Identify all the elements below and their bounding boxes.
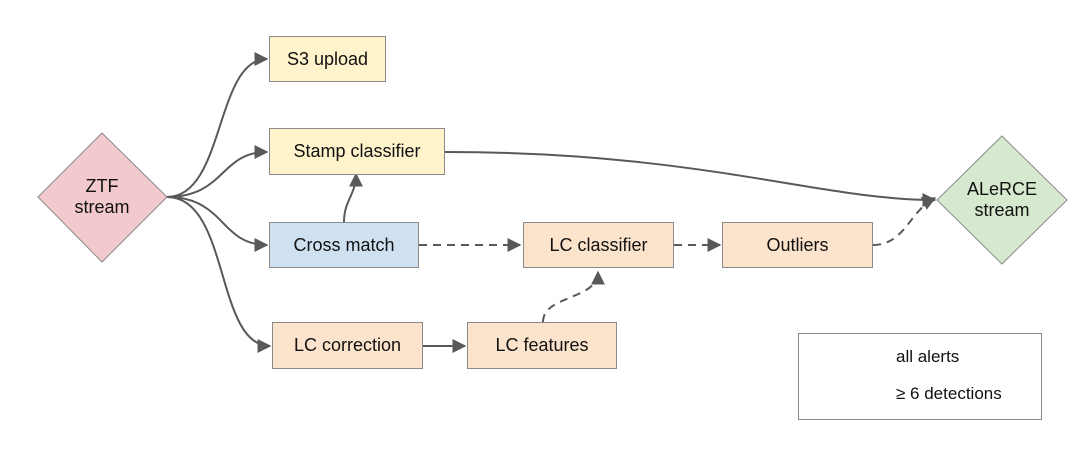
ztf-stream-label: ZTF stream — [74, 176, 130, 217]
edge-cross-match-to-stamp-classifier — [343, 172, 363, 223]
alerce-stream-label: ALeRCE stream — [966, 179, 1038, 220]
legend-detections-label: ≥ 6 detections — [896, 384, 1002, 403]
lc-correction-node: LC correction — [272, 322, 423, 369]
edge-ztf-to-cross-match — [166, 196, 269, 252]
lc-classifier-node: LC classifier — [523, 222, 674, 268]
ztf-stream-diamond — [37, 132, 168, 263]
cross-match-node: Cross match — [269, 222, 419, 268]
alerce-stream-diamond — [936, 135, 1068, 265]
legend-all-alerts-label: all alerts — [896, 347, 960, 366]
outliers-node: Outliers — [722, 222, 873, 268]
edge-lc-features-to-lc-classifier — [542, 270, 605, 323]
stamp-classifier-node: Stamp classifier — [269, 128, 445, 175]
legend — [798, 333, 1042, 420]
lc-features-node: LC features — [467, 322, 617, 369]
edge-ztf-to-s3-upload — [166, 52, 269, 198]
s3-upload-node: S3 upload — [269, 36, 386, 82]
edge-stamp-classifier-to-alerce — [444, 151, 937, 207]
edge-ztf-to-stamp-classifier — [166, 145, 269, 198]
edge-ztf-to-lc-correction — [166, 196, 272, 353]
edge-outliers-to-alerce — [872, 197, 937, 246]
